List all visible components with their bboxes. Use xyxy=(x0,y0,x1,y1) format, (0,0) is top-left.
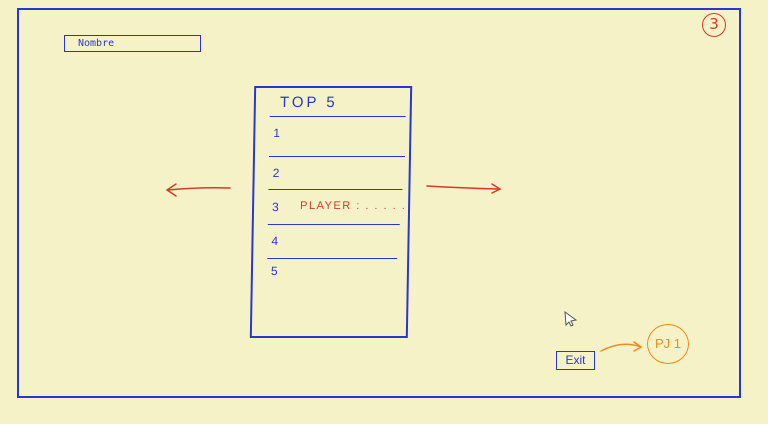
exit-to-pj-arrow xyxy=(600,341,643,352)
left-arrow[interactable] xyxy=(165,183,231,197)
mouse-cursor-icon xyxy=(564,310,578,327)
next-screen-pj1-badge: PJ 1 xyxy=(647,324,689,364)
name-field[interactable]: Nombre xyxy=(64,35,201,52)
right-arrow[interactable] xyxy=(426,183,502,194)
page-number-badge: 3 xyxy=(702,13,726,37)
screen-frame xyxy=(17,8,741,398)
exit-button[interactable]: Exit xyxy=(556,351,595,370)
